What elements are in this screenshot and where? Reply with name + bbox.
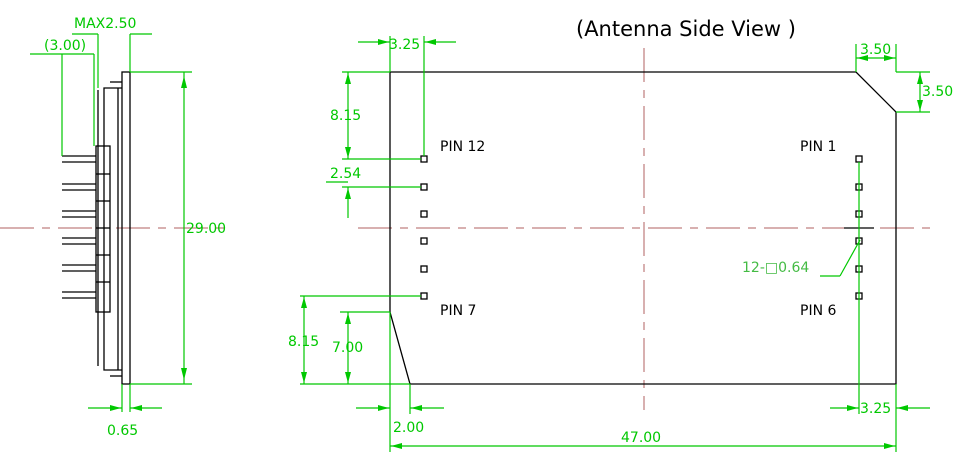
- side-height-label: 29.00: [186, 221, 226, 237]
- pin1-label: PIN 1: [800, 139, 836, 155]
- top-right-3.50-label: 3.50: [860, 42, 891, 58]
- side-max-label: MAX2.50: [74, 16, 136, 32]
- left-8.15-top-label: 8.15: [330, 108, 361, 124]
- pitch-2.54-label: 2.54: [330, 166, 361, 182]
- bottom-right-3.25-label: 3.25: [860, 401, 891, 417]
- pad: [855, 155, 863, 163]
- side-pin-block: [95, 145, 111, 313]
- left-7.00-label: 7.00: [332, 340, 363, 356]
- bottom-2.00-label: 2.00: [393, 420, 424, 436]
- pad: [420, 210, 428, 218]
- pad: [420, 155, 428, 163]
- side-thickness-label: 0.65: [107, 423, 138, 439]
- side-body: [121, 71, 131, 385]
- pad-size-note: 12-□0.64: [742, 260, 809, 276]
- right-3.50-label: 3.50: [922, 84, 953, 100]
- side-view: MAX2.50 (3.00) 29.00 0.65: [30, 16, 226, 439]
- pad: [420, 265, 428, 273]
- pad: [420, 183, 428, 191]
- top-left-3.25-label: 3.25: [389, 37, 420, 53]
- view-title: (Antenna Side View ): [576, 17, 796, 41]
- pad: [420, 237, 428, 245]
- bottom-47.00-label: 47.00: [621, 430, 661, 446]
- side-offset-label: (3.00): [44, 38, 86, 54]
- pin7-label: PIN 7: [440, 303, 476, 319]
- pad: [420, 292, 428, 300]
- pin12-label: PIN 12: [440, 139, 485, 155]
- left-8.15-bottom-label: 8.15: [288, 334, 319, 350]
- front-view: (Antenna Side View ) PIN 12 PIN 1 PIN 7 …: [288, 17, 953, 452]
- pin6-label: PIN 6: [800, 303, 836, 319]
